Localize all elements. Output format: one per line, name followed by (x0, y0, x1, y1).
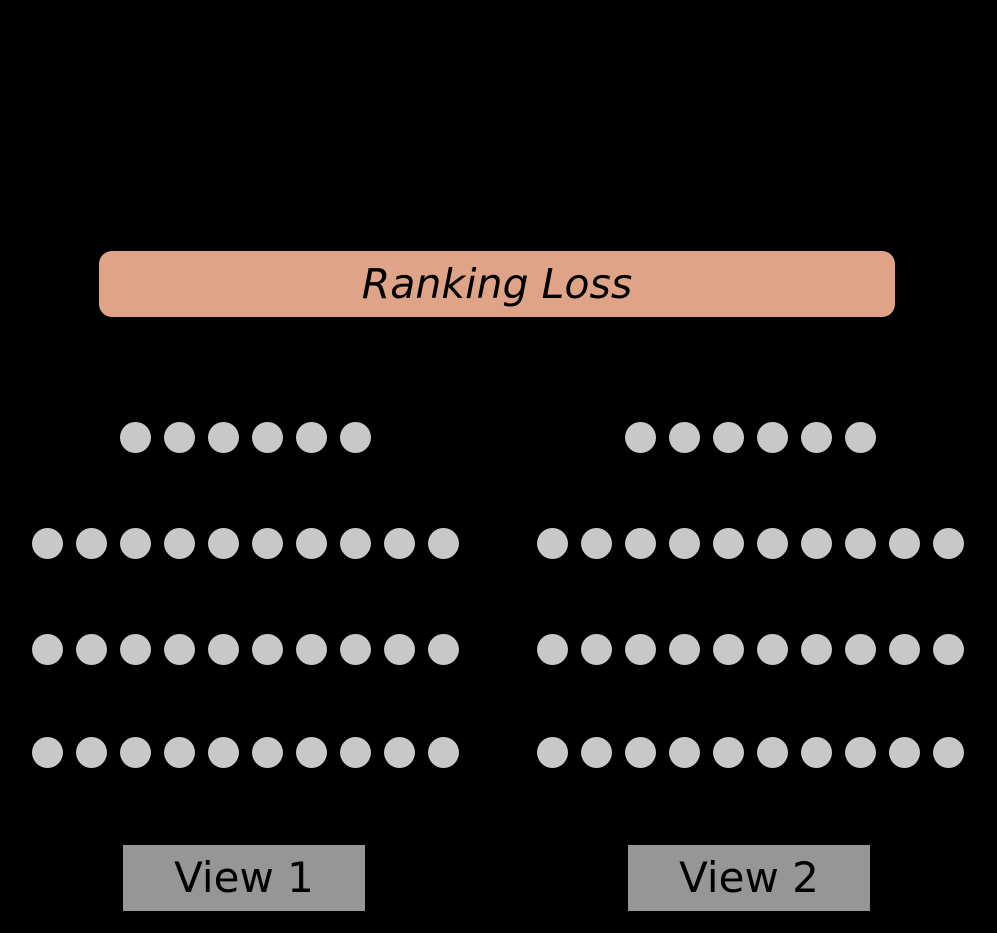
network-node (625, 422, 656, 453)
network-node (76, 528, 107, 559)
network-node (296, 634, 327, 665)
network-node (340, 422, 371, 453)
network-node (428, 528, 459, 559)
view-1-layer-hidden-2 (32, 528, 459, 559)
network-node (933, 737, 964, 768)
view-2-layer-hidden-1 (537, 634, 964, 665)
network-node (32, 737, 63, 768)
network-node (296, 737, 327, 768)
view-1-column (0, 0, 498, 933)
network-node (669, 528, 700, 559)
view-1-label: View 1 (174, 853, 314, 902)
network-node (296, 528, 327, 559)
network-node (757, 634, 788, 665)
network-node (713, 737, 744, 768)
network-node (757, 422, 788, 453)
network-node (428, 634, 459, 665)
network-node (208, 634, 239, 665)
network-node (669, 737, 700, 768)
network-node (713, 634, 744, 665)
view-1-layer-output (120, 422, 371, 453)
network-node (537, 737, 568, 768)
ranking-loss-label: Ranking Loss (361, 259, 633, 308)
network-node (76, 737, 107, 768)
network-node (845, 422, 876, 453)
network-node (801, 422, 832, 453)
network-node (625, 737, 656, 768)
network-node (208, 422, 239, 453)
network-node (537, 634, 568, 665)
network-node (845, 634, 876, 665)
view-1-chip: View 1 (123, 845, 365, 911)
network-node (340, 737, 371, 768)
network-node (625, 634, 656, 665)
network-node (537, 528, 568, 559)
view-2-layer-output (625, 422, 876, 453)
network-node (581, 528, 612, 559)
view-2-layer-hidden-2 (537, 528, 964, 559)
network-node (252, 422, 283, 453)
network-node (669, 634, 700, 665)
network-node (252, 737, 283, 768)
network-node (625, 528, 656, 559)
network-node (384, 634, 415, 665)
network-node (757, 737, 788, 768)
network-node (32, 528, 63, 559)
view-1-layer-input (32, 737, 459, 768)
view-2-layer-input (537, 737, 964, 768)
network-node (164, 422, 195, 453)
network-node (384, 737, 415, 768)
network-node (889, 528, 920, 559)
view-2-chip: View 2 (628, 845, 870, 911)
network-node (164, 528, 195, 559)
network-node (713, 422, 744, 453)
network-node (801, 737, 832, 768)
network-node (164, 634, 195, 665)
view-2-label: View 2 (679, 853, 819, 902)
network-node (120, 634, 151, 665)
network-node (208, 528, 239, 559)
network-node (384, 528, 415, 559)
network-node (581, 737, 612, 768)
network-node (933, 528, 964, 559)
network-node (296, 422, 327, 453)
network-node (120, 737, 151, 768)
network-node (581, 634, 612, 665)
network-node (164, 737, 195, 768)
network-node (340, 634, 371, 665)
network-node (32, 634, 63, 665)
network-node (76, 634, 107, 665)
view-2-column (499, 0, 997, 933)
network-node (428, 737, 459, 768)
network-node (933, 634, 964, 665)
network-node (801, 528, 832, 559)
network-node (208, 737, 239, 768)
ranking-loss-banner: Ranking Loss (99, 251, 895, 317)
network-node (120, 422, 151, 453)
network-node (252, 528, 283, 559)
view-1-layer-hidden-1 (32, 634, 459, 665)
network-node (340, 528, 371, 559)
network-node (713, 528, 744, 559)
network-node (252, 634, 283, 665)
network-node (801, 634, 832, 665)
network-node (120, 528, 151, 559)
network-node (889, 634, 920, 665)
network-node (845, 737, 876, 768)
network-node (669, 422, 700, 453)
network-node (757, 528, 788, 559)
network-node (889, 737, 920, 768)
network-node (845, 528, 876, 559)
